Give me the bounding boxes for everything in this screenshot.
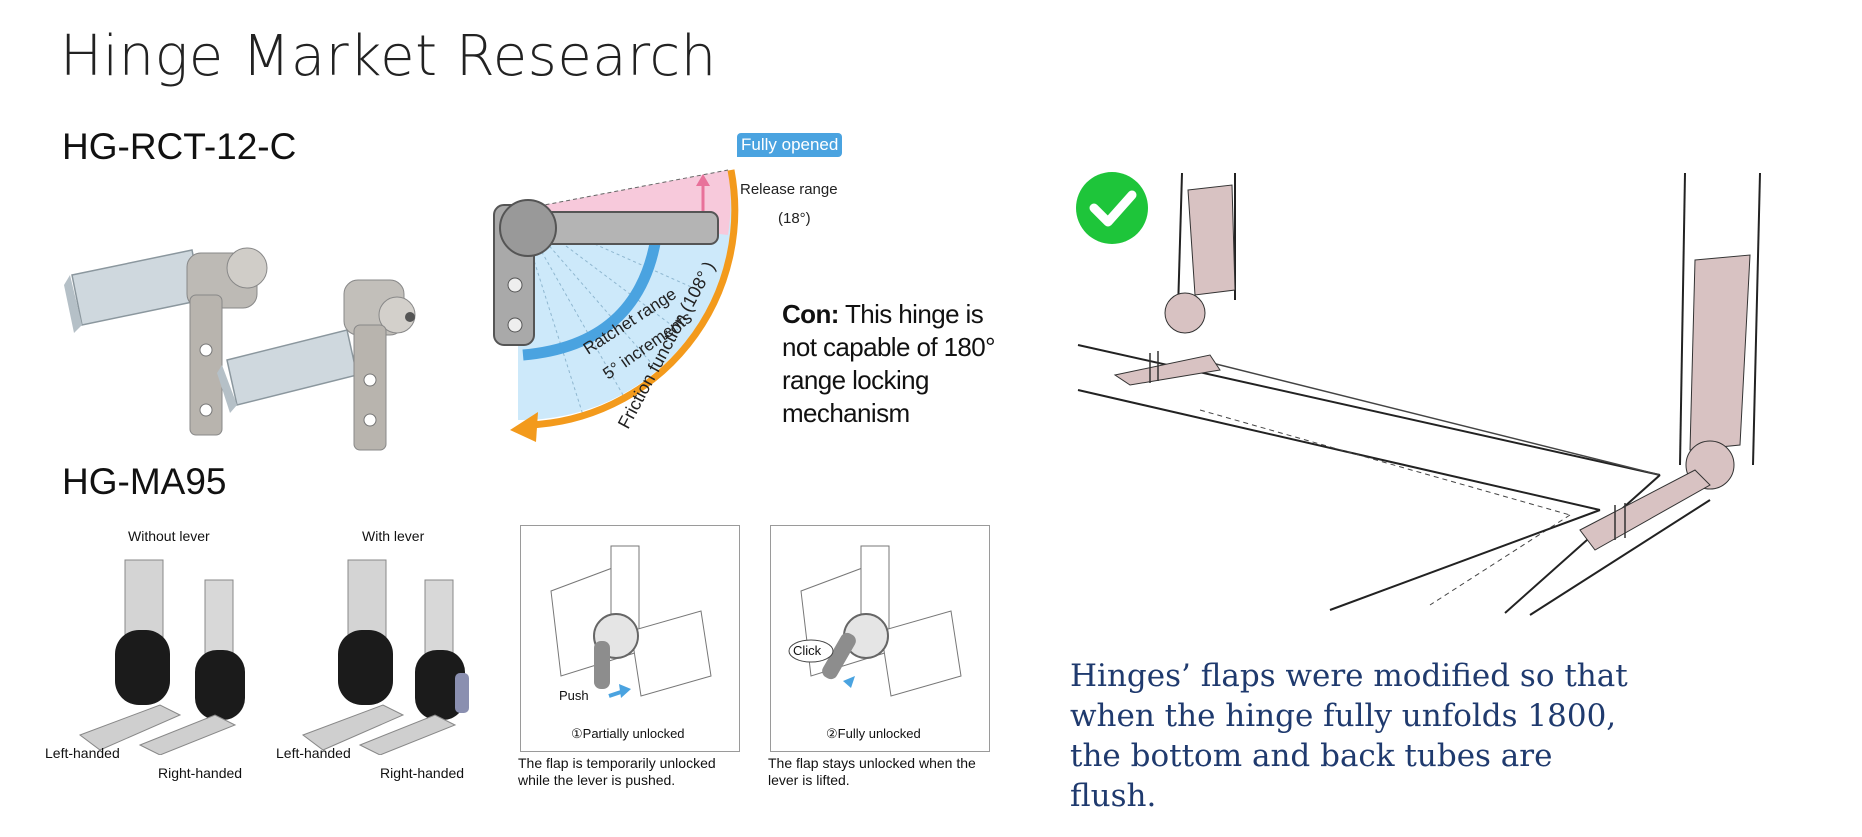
- fully-unlocked-panel: Click ②Fully unlocked: [770, 525, 990, 752]
- without-lever-label: Without lever: [128, 528, 210, 544]
- push-label: Push: [559, 688, 589, 703]
- fully-opened-badge: Fully opened: [737, 133, 843, 157]
- page-title: Hinge Market Research: [60, 24, 717, 89]
- click-label: Click: [793, 643, 822, 658]
- modified-hinge-frame-illustration: [1076, 172, 1761, 616]
- release-range-label: Release range: [740, 181, 838, 198]
- fully-unlocked-illustration: [788, 545, 962, 697]
- hinge1-product-image: [64, 247, 416, 451]
- solution-caption: Hinges’ flaps were modified so that when…: [1070, 658, 1628, 814]
- partially-unlocked-illustration: [550, 545, 712, 698]
- hinge1-model-heading: HG-RCT-12-C: [62, 126, 297, 167]
- con-label: Con:: [782, 299, 839, 329]
- partially-unlocked-label: ①Partially unlocked: [571, 726, 685, 741]
- right-handed-label-2: Right-handed: [380, 765, 465, 781]
- hinge1-con-note: Con: This hinge is not capable of 180° r…: [782, 298, 1012, 430]
- right-handed-label-1: Right-handed: [158, 765, 243, 781]
- check-icon: [1076, 172, 1148, 244]
- con-text: This hinge is not capable of 180° range …: [782, 299, 996, 428]
- with-lever-label: With lever: [362, 528, 425, 544]
- fully-unlocked-caption: The flap stays unlocked when the lever i…: [768, 755, 976, 788]
- release-angle-label: (18°): [778, 210, 811, 227]
- partially-unlocked-panel: Push ①Partially unlocked: [520, 525, 740, 752]
- left-handed-label-2: Left-handed: [276, 745, 351, 761]
- hinge2-model-heading: HG-MA95: [62, 461, 227, 502]
- left-handed-label-1: Left-handed: [45, 745, 120, 761]
- fully-unlocked-label: ②Fully unlocked: [826, 726, 921, 741]
- hinge1-range-diagram: Ratchet range 5° increments Friction fun…: [493, 169, 739, 442]
- partially-unlocked-caption: The flap is temporarily unlocked while t…: [518, 755, 716, 788]
- hinge2-product-image: [78, 559, 469, 755]
